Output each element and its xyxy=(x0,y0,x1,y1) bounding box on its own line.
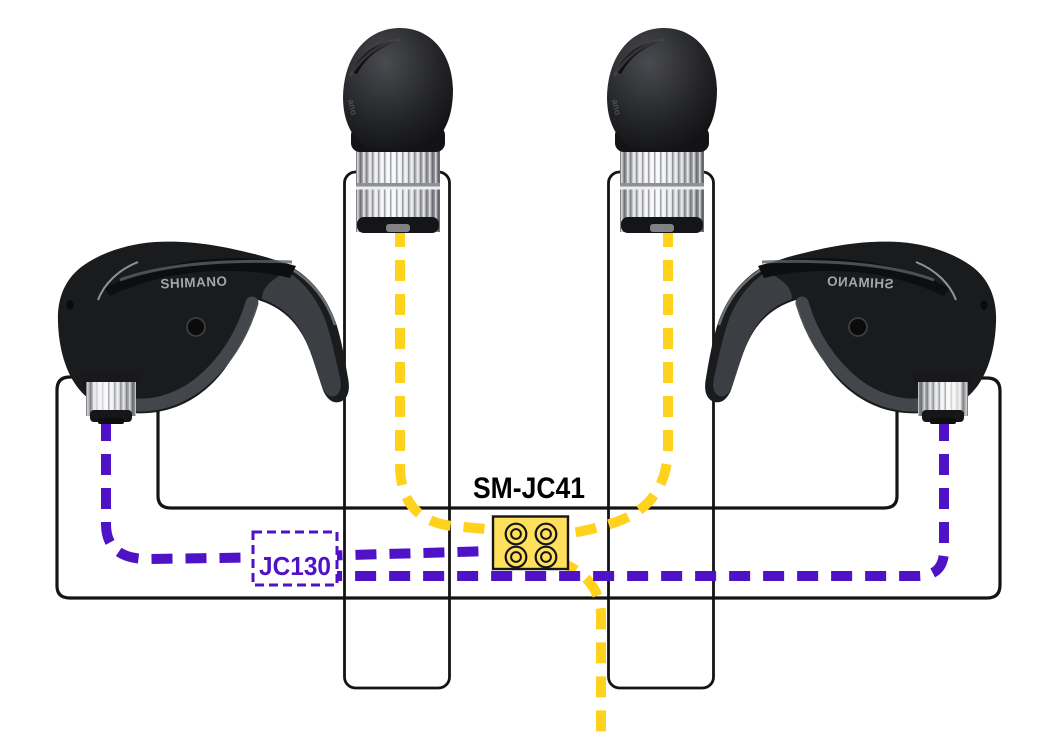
jc130-junction: JC130 xyxy=(251,530,339,587)
right-lever-wire xyxy=(336,420,949,581)
left-lever-wire xyxy=(101,420,492,565)
sm-jc41-label: SM-JC41 xyxy=(473,472,585,505)
left-shifter-wire xyxy=(395,226,498,535)
jc130-box xyxy=(251,530,339,587)
port-top-right xyxy=(534,522,558,546)
port-bottom-left xyxy=(504,545,528,569)
port-top-left xyxy=(504,522,528,546)
port-bottom-left-pin xyxy=(510,551,522,563)
right-extension-tube xyxy=(607,170,715,690)
left-brake-lever xyxy=(58,242,349,424)
port-bottom-right xyxy=(534,545,558,569)
left-barend-shifter xyxy=(341,26,455,235)
port-top-left-pin xyxy=(510,528,522,540)
right-barend-shifter xyxy=(605,26,719,235)
jc130-label: JC130 xyxy=(259,551,331,581)
sm-jc41-ports xyxy=(504,522,558,569)
sm-jc41-box xyxy=(491,515,570,571)
sm-jc41-junction: SM-JC41 xyxy=(473,472,585,571)
right-brake-lever xyxy=(705,242,996,424)
frame-wire xyxy=(555,556,606,739)
wires xyxy=(101,226,949,739)
right-shifter-wire xyxy=(565,226,673,539)
port-top-right-pin xyxy=(540,528,552,540)
port-bottom-right-pin xyxy=(540,551,552,563)
